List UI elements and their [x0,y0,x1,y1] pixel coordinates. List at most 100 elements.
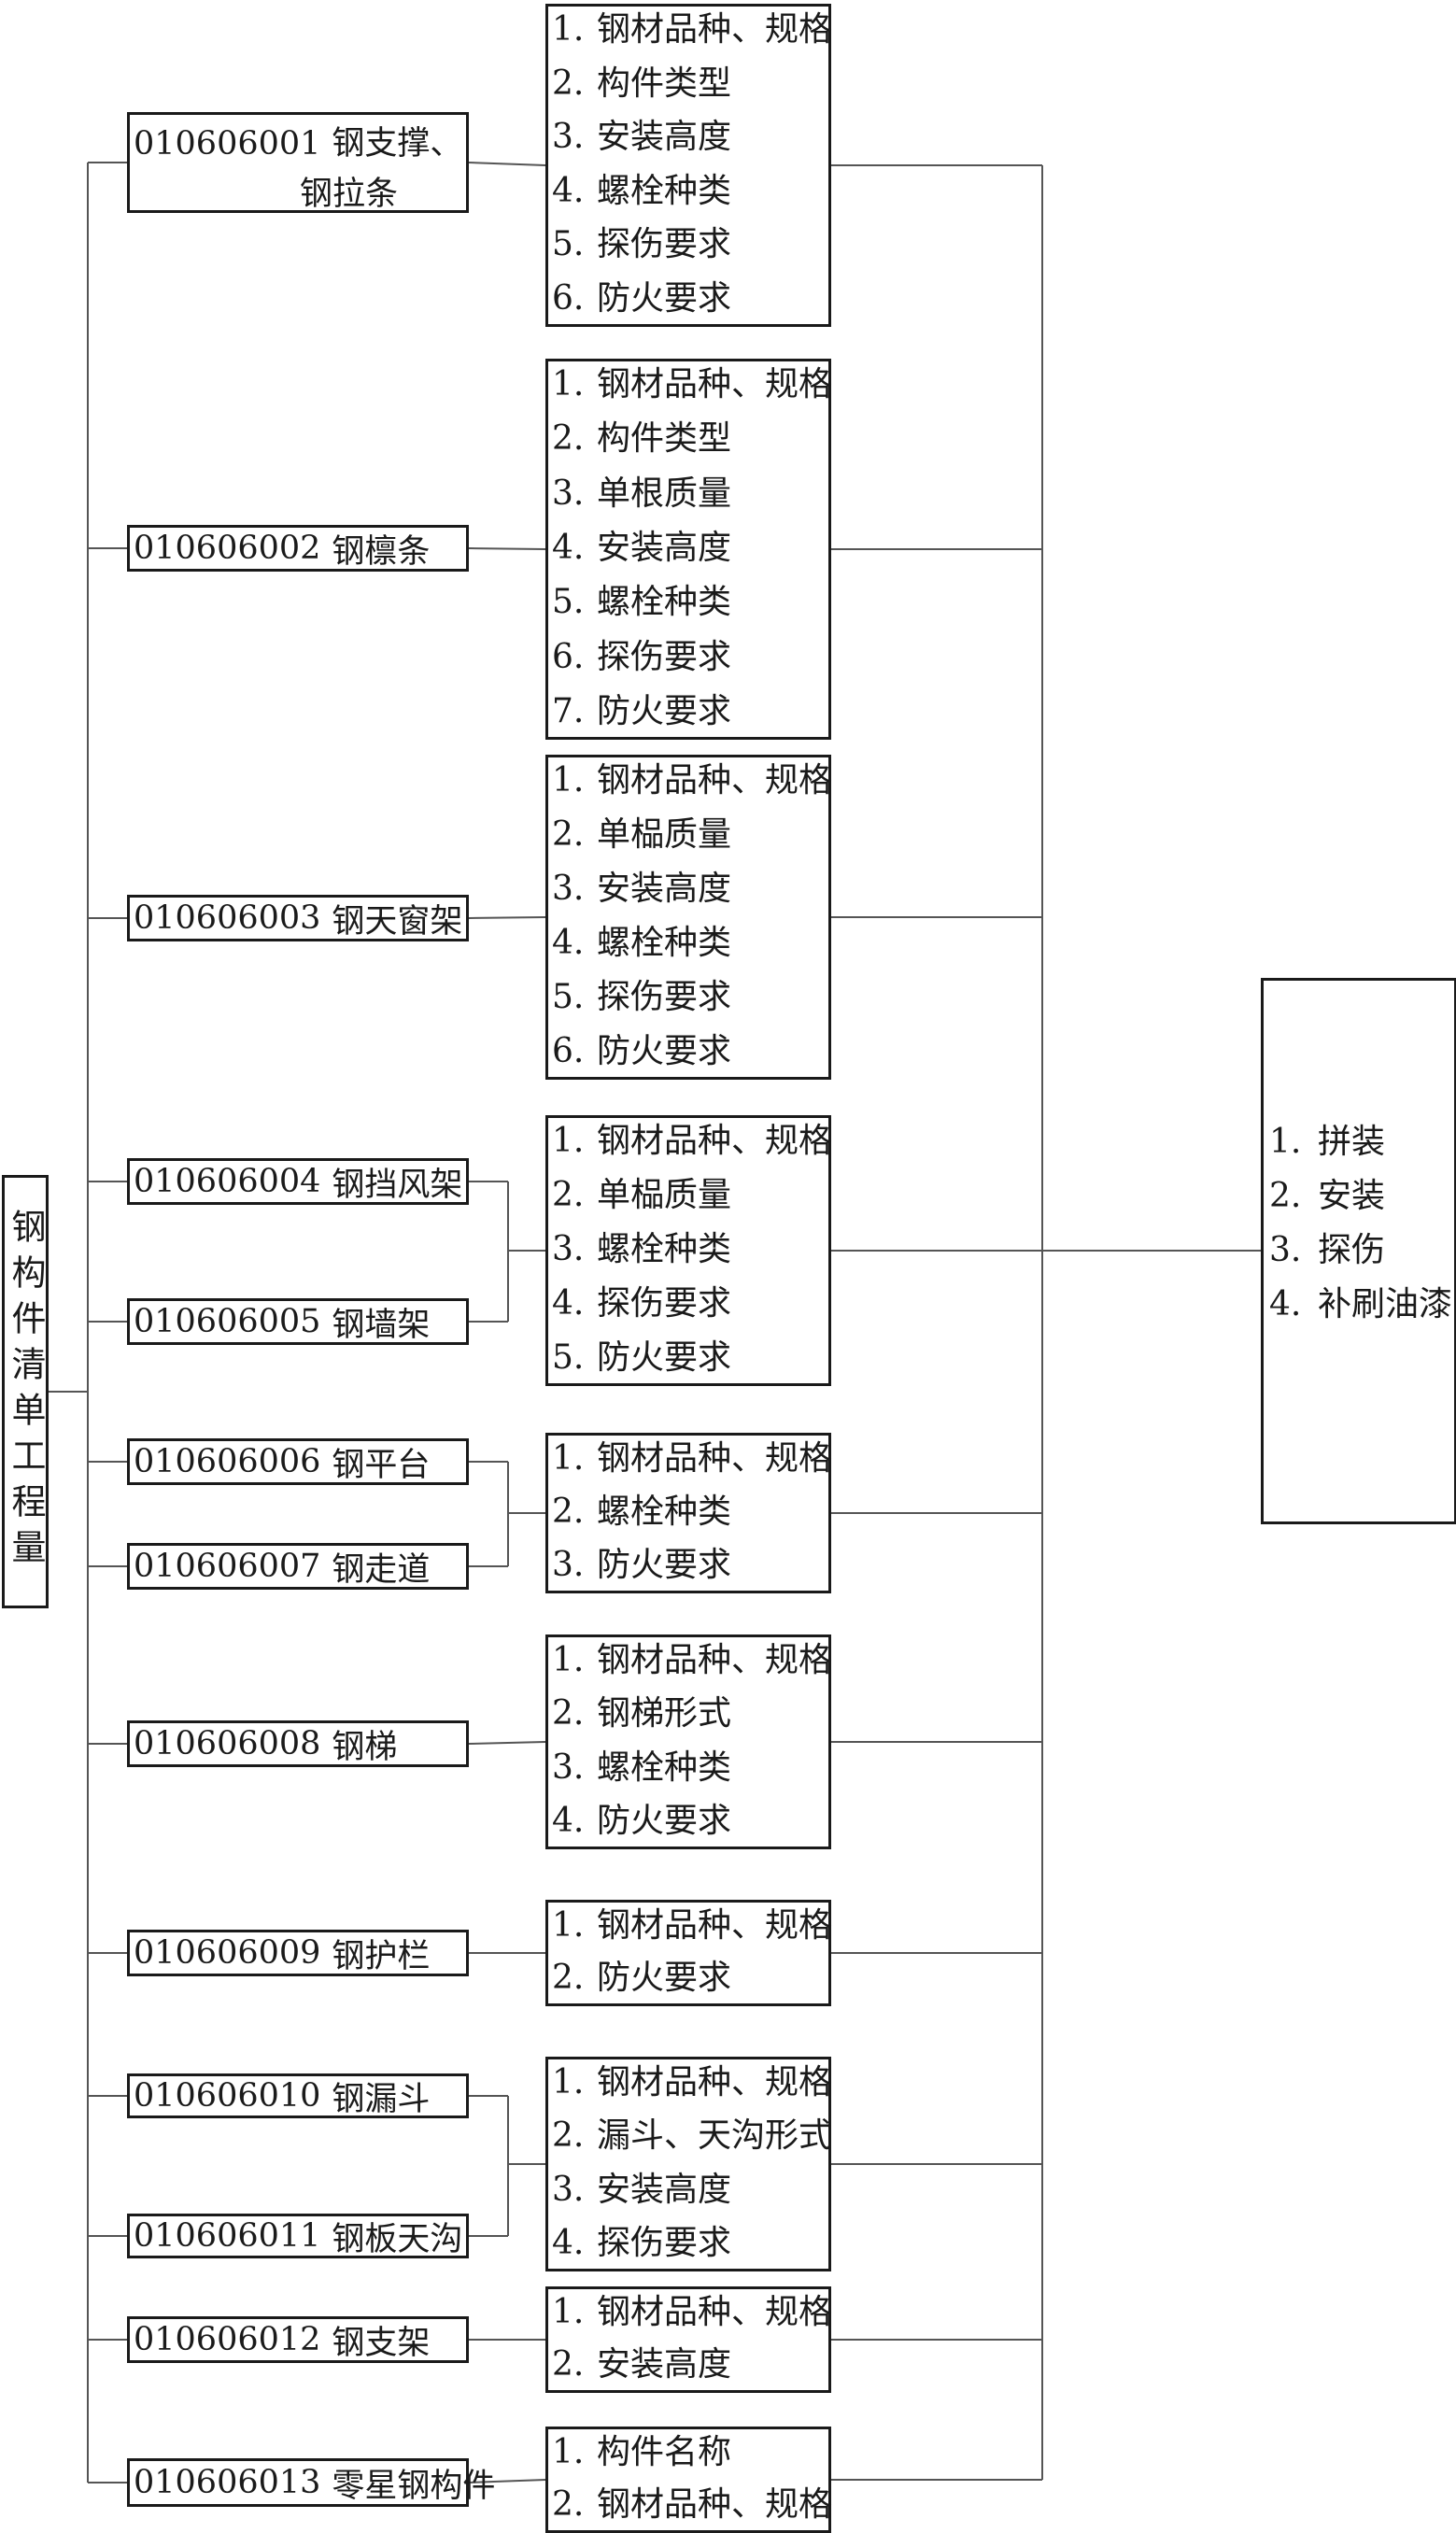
attribute-text: 安装高度 [597,2345,732,2384]
item-attribute-link [468,1741,546,1745]
attribute-number: 2. [552,2345,585,2384]
attribute-text: 钢材品种、规格 [597,1122,833,1160]
attribute-line: 2.螺栓种类 [548,1491,828,1534]
attribute-line: 2. 钢材品种、规格 [548,2483,832,2526]
attribute-number: 1. [552,2433,585,2471]
attribute-text: 探伤要求 [597,2223,732,2262]
work-item-number: 2. [1269,1176,1302,1215]
item-name-line2: 钢拉条 [300,176,399,213]
attribute-line: 3.安装高度 [548,868,828,911]
attribute-text: 安装高度 [597,528,732,567]
item-code: 010606011 [134,2217,321,2255]
attribute-line: 6.防火要求 [548,1030,828,1073]
attribute-text: 单榀质量 [597,1176,732,1214]
attribute-text: 安装高度 [597,118,732,157]
item-code: 010606012 [134,2321,321,2358]
attribute-text: 防火要求 [597,1546,732,1584]
attribute-number: 2. [552,64,585,103]
attribute-number: 3. [552,870,585,908]
item-name: 钢支撑、 [332,125,463,163]
attribute-number: 1. [552,2063,585,2101]
item-code: 010606002 [134,530,321,567]
attribute-line: 1. 钢材品种、规格 [548,363,832,406]
attribute-line: 1.钢材品种、规格 [548,2291,832,2334]
attribute-line: 4.防火要求 [548,1800,828,1843]
attribute-line: 1.钢材品种、规格 [548,1437,832,1480]
attribute-text: 钢材品种、规格 [597,2063,833,2101]
root-node-box: 钢构件清单工程量 [2,1175,49,1608]
item-name: 钢天窗架 [332,902,463,941]
attribute-number: 2. [552,1694,585,1733]
attribute-number: 3. [552,1748,585,1787]
item-name: 钢挡风架 [332,1166,463,1204]
attribute-line: 3.螺栓种类 [548,1747,828,1790]
attribute-text: 钢材品种、规格 [597,2485,833,2524]
attribute-number: 2. [552,2116,585,2156]
attribute-line: 3.单根质量 [548,473,828,516]
attribute-text: 探伤要求 [597,637,732,676]
attribute-number: 2. [552,815,585,854]
item-name: 零星钢构件 [332,2467,496,2505]
attribute-number: 3. [552,2170,585,2209]
attribute-number: 2. [552,2485,585,2524]
attribute-line: 2.漏斗、天沟形式 [548,2115,832,2158]
attribute-text: 螺栓种类 [597,924,732,962]
attribute-line: 2.钢梯形式 [548,1692,828,1735]
attribute-number: 2. [552,419,585,459]
attribute-number: 1. [552,1906,585,1945]
attribute-text: 钢材品种、规格 [597,2293,833,2331]
attribute-line: 1.钢材品种、规格 [548,8,832,51]
attribute-text: 螺栓种类 [597,583,732,622]
work-item-line: 3.探伤 [1264,1224,1454,1278]
work-item-text: 补刷油漆 [1318,1284,1453,1323]
item-code: 010606009 [134,1934,321,1972]
attribute-number: 4. [552,924,585,962]
item-name: 钢檩条 [332,532,431,571]
attribute-line: 5.防火要求 [548,1337,828,1380]
attribute-number: 1. [552,761,585,800]
attribute-text: 防火要求 [597,691,732,730]
attribute-number: 5. [552,1338,585,1377]
attribute-text: 构件类型 [597,64,732,103]
attribute-text: 螺栓种类 [597,171,732,210]
attribute-text: 钢材品种、规格 [597,761,833,800]
item-code: 010606013 [134,2464,321,2501]
attribute-line: 3.安装高度 [548,116,828,159]
root-node-label: 钢构件清单工程量 [6,1209,46,1575]
attribute-text: 单榀质量 [597,815,732,854]
attribute-number: 4. [552,1801,585,1840]
attribute-number: 2. [552,1959,585,1997]
item-attribute-link [468,2479,546,2483]
item-attribute-link [468,547,546,550]
attribute-line: 1. 钢材品种、规格 [548,759,832,802]
attribute-line: 2. 单榀质量 [548,814,828,856]
item-name: 钢墙架 [332,1306,431,1344]
item-box-010606002: 010606002 钢檩条 [127,525,469,572]
attribute-text: 钢材品种、规格 [597,365,833,403]
attribute-box-9: 1.钢材品种、规格 2. 安装高度 [545,2286,832,2393]
item-code: 010606005 [134,1303,321,1340]
attribute-text: 钢材品种、规格 [597,10,833,49]
attribute-box-6: 1.钢材品种、规格 2.钢梯形式 3.螺栓种类 4.防火要求 [545,1634,832,1849]
attribute-line: 4.安装高度 [548,527,828,570]
attribute-line: 1. 钢材品种、规格 [548,2061,832,2104]
attribute-text: 螺栓种类 [597,1230,732,1268]
attribute-number: 4. [552,2223,585,2262]
item-name: 钢支架 [332,2324,431,2362]
attribute-line: 2.构件类型 [548,417,828,460]
item-box-010606005: 010606005 钢墙架 [127,1298,469,1345]
attribute-number: 1. [552,365,585,403]
work-item-text: 安装 [1318,1176,1386,1215]
attribute-number: 4. [552,1284,585,1323]
attribute-line: 1.钢材品种、规格 [548,1639,832,1682]
